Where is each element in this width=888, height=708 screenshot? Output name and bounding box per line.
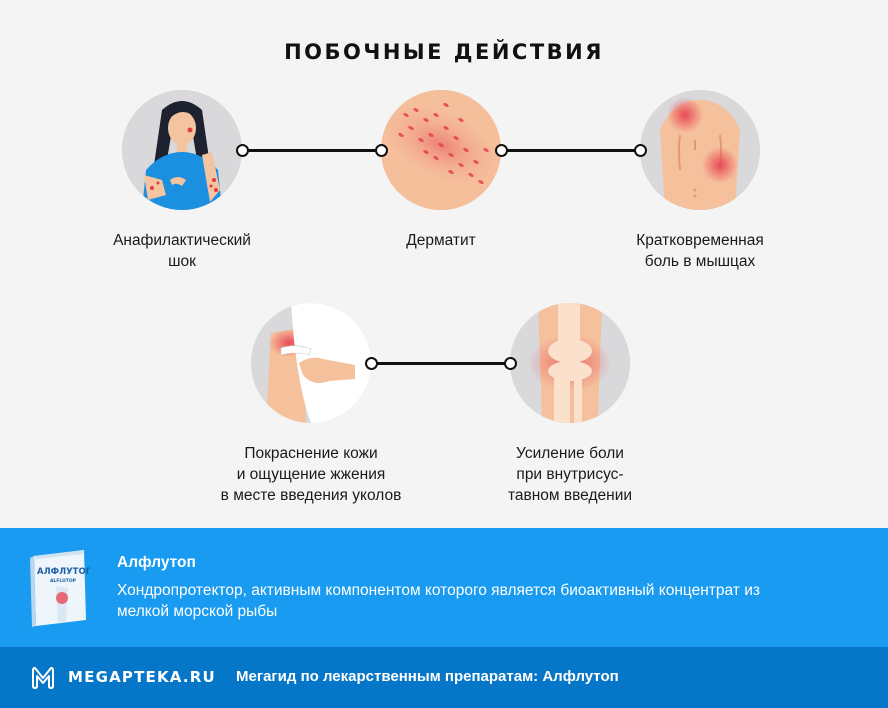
side-effect-label: Кратковременная боль в мышцах [636,232,764,270]
footer: MEGAPTEKA.RU Мегагид по лекарственным пр… [0,647,888,708]
footer-caption: Мегагид по лекарственным препаратам: Алф… [236,668,619,685]
svg-text:ALFLUTOP: ALFLUTOP [50,578,77,584]
brand-name[interactable]: MEGAPTEKA.RU [68,668,216,686]
connector-dot [236,144,249,157]
woman-with-rash-illustration [122,90,242,210]
product-description: Хондропротектор, активным компонентом ко… [117,582,760,620]
svg-text:АЛФЛУТОП: АЛФЛУТОП [37,567,90,577]
megapteka-logo-icon[interactable] [30,666,56,690]
skin-rash-illustration [381,90,501,210]
knee-joint-pain-illustration [510,303,630,423]
connector-dot [365,357,378,370]
page-title: ПОБОЧНЫЕ ДЕЙСТВИЯ [284,40,604,64]
connector-dot [495,144,508,157]
back-muscle-pain-illustration [640,90,760,210]
product-info-banner: АЛФЛУТОП ALFLUTOP Алфлутоп Хондропротект… [0,528,888,647]
product-name: Алфлутоп [117,554,196,571]
product-package-image: АЛФЛУТОП ALFLUTOP [28,548,93,628]
side-effect-label: Покраснение кожи и ощущение жжения в мес… [220,445,402,504]
side-effect-label: Усиление боли при внутрисус- тавном введ… [507,445,633,504]
side-effect-label: Анафилактический шок [113,232,251,270]
injection-site-redness-illustration [251,303,371,423]
connector-dot [634,144,647,157]
connector-dot [504,357,517,370]
connector-line [371,362,510,365]
side-effect-label: Дерматит [406,232,476,249]
connector-dot [375,144,388,157]
connector-line [501,149,640,152]
connector-line [242,149,381,152]
